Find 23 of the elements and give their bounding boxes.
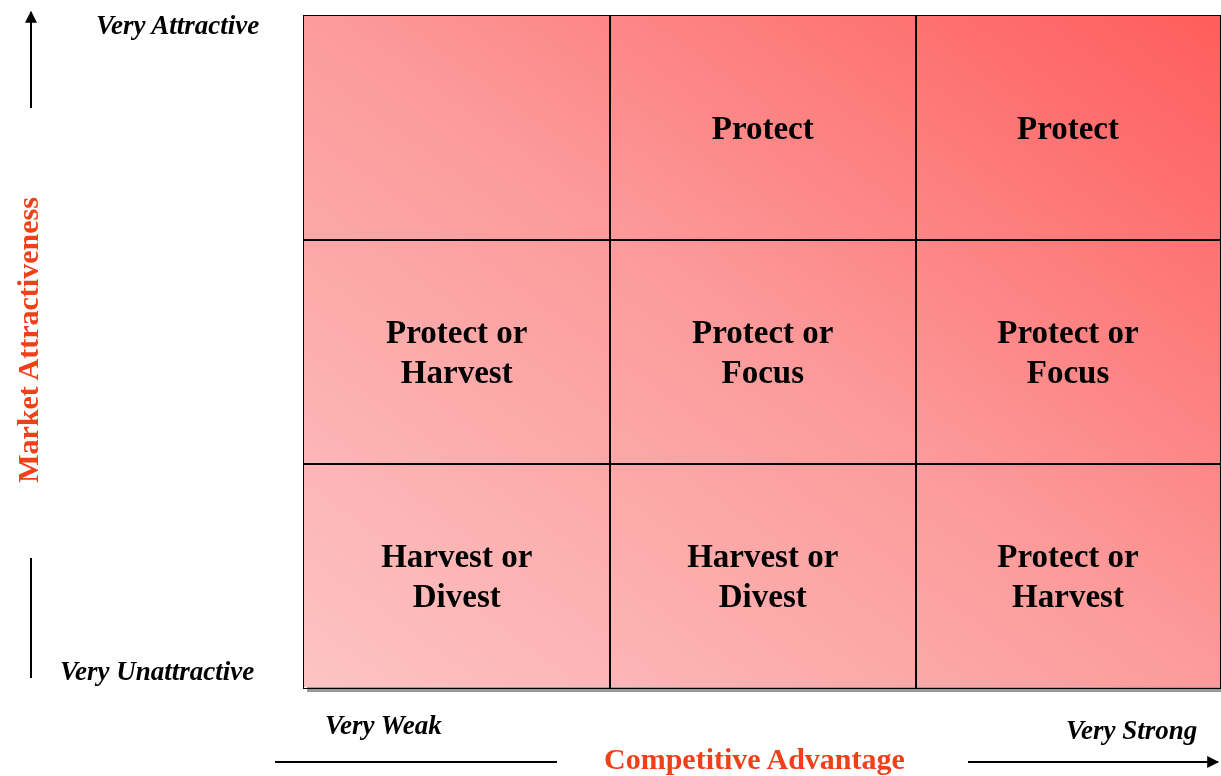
axis-title: Competitive Advantage — [604, 742, 905, 776]
matrix-cell — [609, 463, 917, 689]
matrix-cell — [609, 15, 917, 241]
axis-end-label: Very Attractive — [96, 10, 260, 41]
axis-end-label: Very Strong — [1066, 715, 1198, 746]
matrix-cell — [915, 15, 1221, 241]
cell-label: Protect — [1016, 108, 1120, 148]
cell-label: Harvest or Divest — [686, 536, 840, 616]
matrix-cell — [303, 15, 611, 241]
matrix-cell — [303, 239, 611, 465]
cell-label: Protect or Focus — [996, 312, 1140, 392]
matrix-cell — [915, 463, 1221, 689]
matrix-cell — [915, 239, 1221, 465]
cell-label: Protect — [710, 108, 815, 148]
cell-label: Protect or Harvest — [385, 312, 529, 392]
cell-label: Harvest or Divest — [380, 536, 534, 616]
axis-end-label: Very Unattractive — [60, 656, 255, 687]
axis-title: Market Attractiveness — [10, 197, 45, 483]
matrix-cell — [609, 239, 917, 465]
cell-label: Protect or Focus — [691, 312, 835, 392]
axis-end-label: Very Weak — [325, 710, 442, 741]
cell-label: Protect or Harvest — [996, 536, 1140, 616]
matrix-cell — [303, 463, 611, 689]
